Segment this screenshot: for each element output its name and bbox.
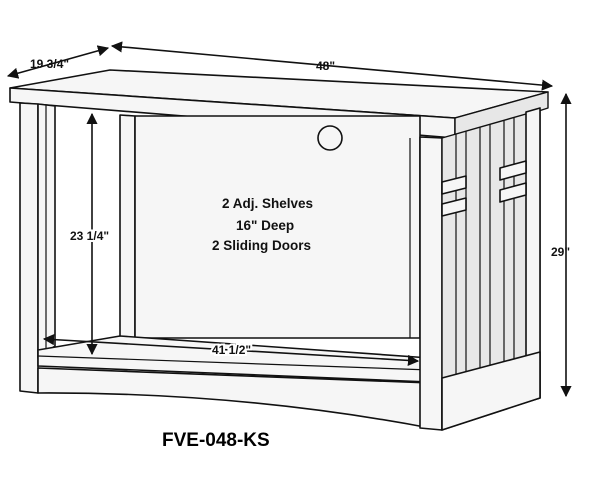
side-cross-pieces [441, 160, 527, 217]
width-label: 48" [316, 59, 335, 73]
right-front-leg [419, 136, 443, 431]
note-depth: 16" Deep [236, 218, 294, 233]
back-left-post [119, 114, 136, 341]
interior-width-label: 41 1/2" [212, 343, 251, 357]
back-panel [134, 115, 421, 339]
interior-height-label: 23 1/4" [70, 229, 109, 243]
note-shelves: 2 Adj. Shelves [222, 196, 313, 211]
side-bottom-rail [441, 351, 541, 431]
height-label: 29" [551, 245, 570, 259]
top-side-edge [454, 91, 549, 139]
front-apron [37, 367, 431, 429]
note-doors: 2 Sliding Doors [212, 238, 311, 253]
cable-hole [317, 125, 343, 151]
left-front-leg [19, 102, 39, 394]
depth-dimension-line [6, 45, 110, 79]
depth-label: 19 3/4" [30, 57, 69, 71]
interior-width-dimension-line [42, 334, 420, 366]
width-dimension-line [110, 41, 554, 91]
model-number: FVE-048-KS [162, 430, 270, 451]
